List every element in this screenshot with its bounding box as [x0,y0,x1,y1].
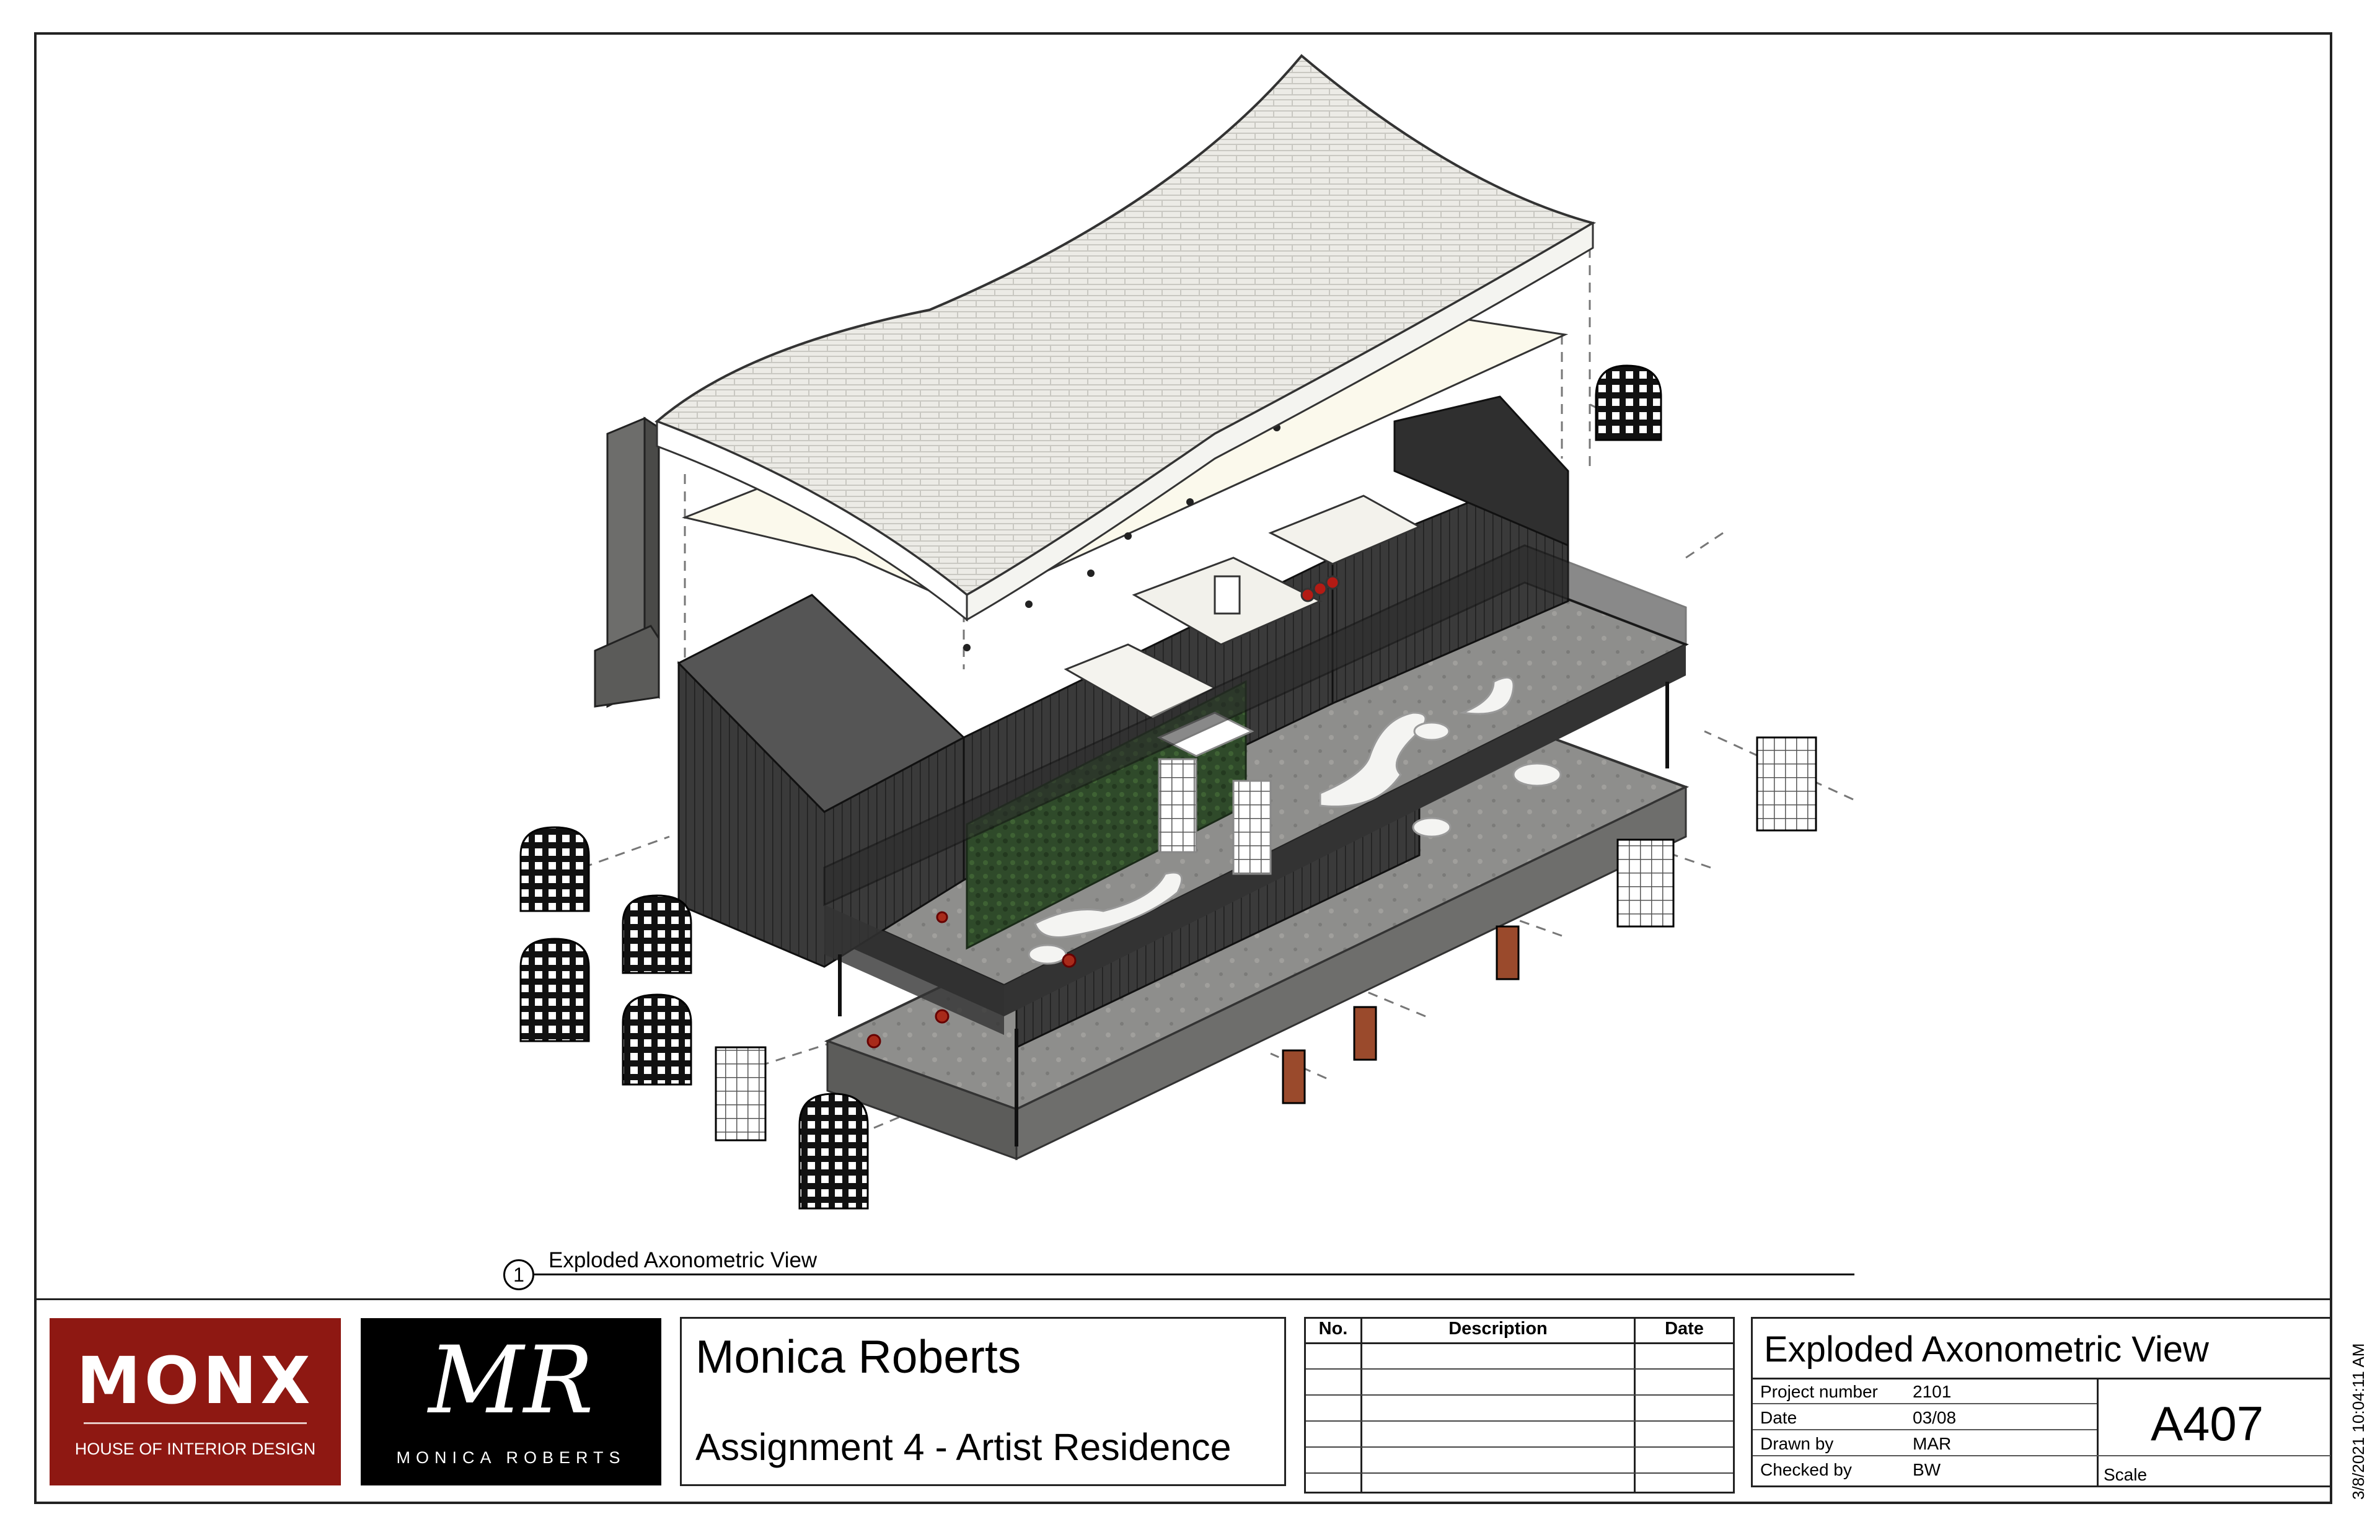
axonometric-drawing [519,54,1854,1210]
pergola [1157,711,1272,875]
view-number-bubble: 1 [503,1259,534,1290]
revision-row-line [1306,1368,1733,1370]
revision-table: No. Description Date [1304,1317,1735,1494]
checked-by-label: Checked by [1760,1460,1852,1479]
project-number-value: 2101 [1913,1382,1952,1401]
revision-col-divider [1634,1319,1636,1492]
designer-logo-name: MONICA ROBERTS [396,1448,626,1467]
sheet-info-box: Exploded Axonometric View Project number… [1751,1317,2332,1487]
revision-header-description: Description [1448,1319,1548,1339]
sheet-box-divider [1753,1429,2097,1430]
sheet-border [34,32,2332,1504]
revision-col-divider [1360,1319,1362,1492]
client-name: Monica Roberts [695,1331,1021,1383]
revision-row-line [1306,1472,1733,1474]
project-info-box: Monica Roberts Assignment 4 - Artist Res… [680,1317,1286,1486]
title-block-divider [34,1298,2332,1300]
balcony-railing [823,544,1687,907]
monx-logo-wordmark: MONX [76,1343,314,1419]
sheet-box-divider [1753,1378,2330,1379]
revision-row-line [1306,1446,1733,1448]
print-timestamp: 3/8/2021 10:04:11 AM [2349,1343,2368,1500]
drawn-by-label: Drawn by [1760,1434,1834,1453]
designer-logo: MR MONICA ROBERTS [361,1318,661,1485]
project-name: Assignment 4 - Artist Residence [695,1426,1232,1468]
sheet-box-divider [1753,1403,2097,1404]
project-number-label: Project number [1760,1382,1878,1401]
monx-logo-tagline: HOUSE OF INTERIOR DESIGN [74,1440,316,1458]
revision-header-date: Date [1665,1319,1704,1339]
sheet-number: A407 [2151,1396,2264,1451]
view-title: Exploded Axonometric View [549,1248,818,1272]
date-value: 03/08 [1913,1408,1957,1427]
interior-rooms [1064,495,1422,720]
drawn-by-value: MAR [1913,1434,1952,1453]
designer-monogram: MR [428,1327,594,1435]
roof [654,54,1597,622]
scale-label: Scale [2104,1465,2148,1484]
monx-logo-rule [84,1422,307,1424]
revision-row-line [1306,1420,1733,1422]
sheet-box-divider [1753,1455,2330,1456]
chimney [594,416,660,708]
revision-row-line [1306,1342,1733,1344]
exploded-windows [519,364,1817,1210]
date-label: Date [1760,1408,1797,1427]
view-title-underline [534,1274,1854,1275]
monx-logo: MONX HOUSE OF INTERIOR DESIGN [50,1318,341,1485]
checked-by-value: BW [1913,1460,1941,1479]
revision-header-no: No. [1318,1319,1348,1339]
sheet-box-divider [2097,1378,2099,1485]
revision-row-line [1306,1394,1733,1396]
terrace-furniture [866,676,1562,1049]
sheet-title: Exploded Axonometric View [1764,1329,2209,1370]
